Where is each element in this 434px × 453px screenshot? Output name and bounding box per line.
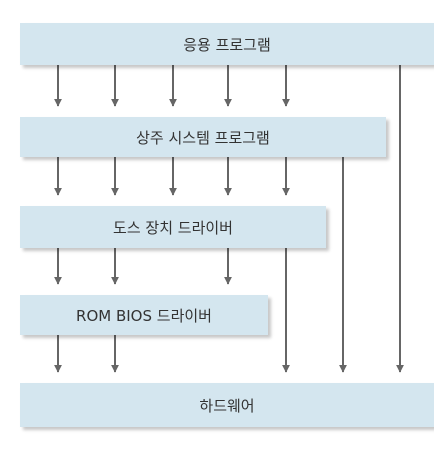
rom-bios-driver-label: ROM BIOS 드라이버: [76, 306, 212, 325]
application-program-box: 응용 프로그램: [20, 23, 434, 65]
resident-system-program-label: 상주 시스템 프로그램: [136, 128, 270, 147]
hardware-box: 하드웨어: [20, 383, 434, 427]
resident-system-program-box: 상주 시스템 프로그램: [20, 117, 386, 157]
application-program-label: 응용 프로그램: [183, 35, 271, 54]
dos-device-driver-label: 도스 장치 드라이버: [113, 218, 233, 237]
dos-device-driver-box: 도스 장치 드라이버: [20, 206, 326, 248]
hardware-label: 하드웨어: [199, 396, 255, 415]
rom-bios-driver-box: ROM BIOS 드라이버: [20, 295, 268, 335]
